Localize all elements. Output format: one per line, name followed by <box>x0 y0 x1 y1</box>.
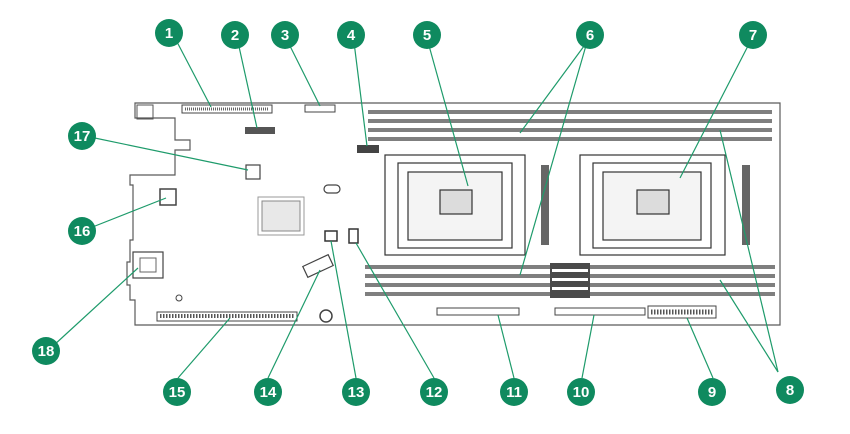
leader-lines <box>52 39 779 379</box>
connector-10 <box>554 307 646 316</box>
pcie-riser-connector <box>181 104 273 114</box>
callout-15: 15 <box>163 378 191 406</box>
connector-11 <box>436 307 520 316</box>
svg-text:3: 3 <box>281 27 289 44</box>
battery-area <box>257 196 305 236</box>
svg-text:17: 17 <box>74 128 91 145</box>
callout-12: 12 <box>420 378 448 406</box>
svg-text:11: 11 <box>506 384 522 401</box>
svg-text:2: 2 <box>231 27 239 44</box>
svg-text:12: 12 <box>426 384 443 401</box>
callout-9: 9 <box>698 378 726 406</box>
usb-port-16 <box>159 188 177 206</box>
callout-1: 1 <box>155 19 183 47</box>
connector-9 <box>647 305 717 319</box>
nic-port-18 <box>132 251 164 279</box>
callout-18: 18 <box>32 337 60 365</box>
top-small-connector <box>304 104 336 113</box>
callout-7: 7 <box>739 21 767 49</box>
svg-text:18: 18 <box>38 343 55 360</box>
processor-socket-2 <box>579 154 726 256</box>
svg-text:9: 9 <box>708 384 716 401</box>
callouts: 1 2 3 4 5 6 7 8 9 10 11 12 13 14 15 16 1… <box>32 19 804 406</box>
chip-17 <box>245 164 261 180</box>
svg-text:4: 4 <box>347 27 356 44</box>
svg-text:13: 13 <box>348 384 365 401</box>
callout-2: 2 <box>221 21 249 49</box>
connector-14 <box>301 253 335 279</box>
mid-connector <box>245 127 275 134</box>
callout-3: 3 <box>271 21 299 49</box>
callout-13: 13 <box>342 378 370 406</box>
small-oval-part <box>323 184 341 194</box>
callout-16: 16 <box>68 217 96 245</box>
callout-10: 10 <box>567 378 595 406</box>
callout-17: 17 <box>68 122 96 150</box>
callout-8: 8 <box>776 376 804 404</box>
svg-text:7: 7 <box>749 27 757 44</box>
callout-6: 6 <box>576 21 604 49</box>
connector-4 <box>357 145 379 153</box>
callout-5: 5 <box>413 21 441 49</box>
callout-11: 11 <box>500 378 528 406</box>
svg-text:10: 10 <box>573 384 590 401</box>
svg-text:15: 15 <box>169 384 186 401</box>
connector-13 <box>324 230 338 242</box>
vrm-right <box>742 165 750 245</box>
svg-text:5: 5 <box>423 27 431 44</box>
screw-standoff <box>319 309 333 323</box>
vrm-left <box>541 165 549 245</box>
svg-text:14: 14 <box>260 384 277 401</box>
svg-text:6: 6 <box>586 27 594 44</box>
callout-4: 4 <box>337 21 365 49</box>
svg-text:16: 16 <box>74 223 91 240</box>
svg-text:1: 1 <box>165 25 173 42</box>
processor-socket-1 <box>384 154 526 256</box>
callout-14: 14 <box>254 378 282 406</box>
rear-io-block <box>136 104 154 120</box>
board-outline <box>126 102 781 326</box>
connector-12 <box>348 228 359 244</box>
svg-text:8: 8 <box>786 382 794 399</box>
dimm-slots-top <box>368 110 772 141</box>
